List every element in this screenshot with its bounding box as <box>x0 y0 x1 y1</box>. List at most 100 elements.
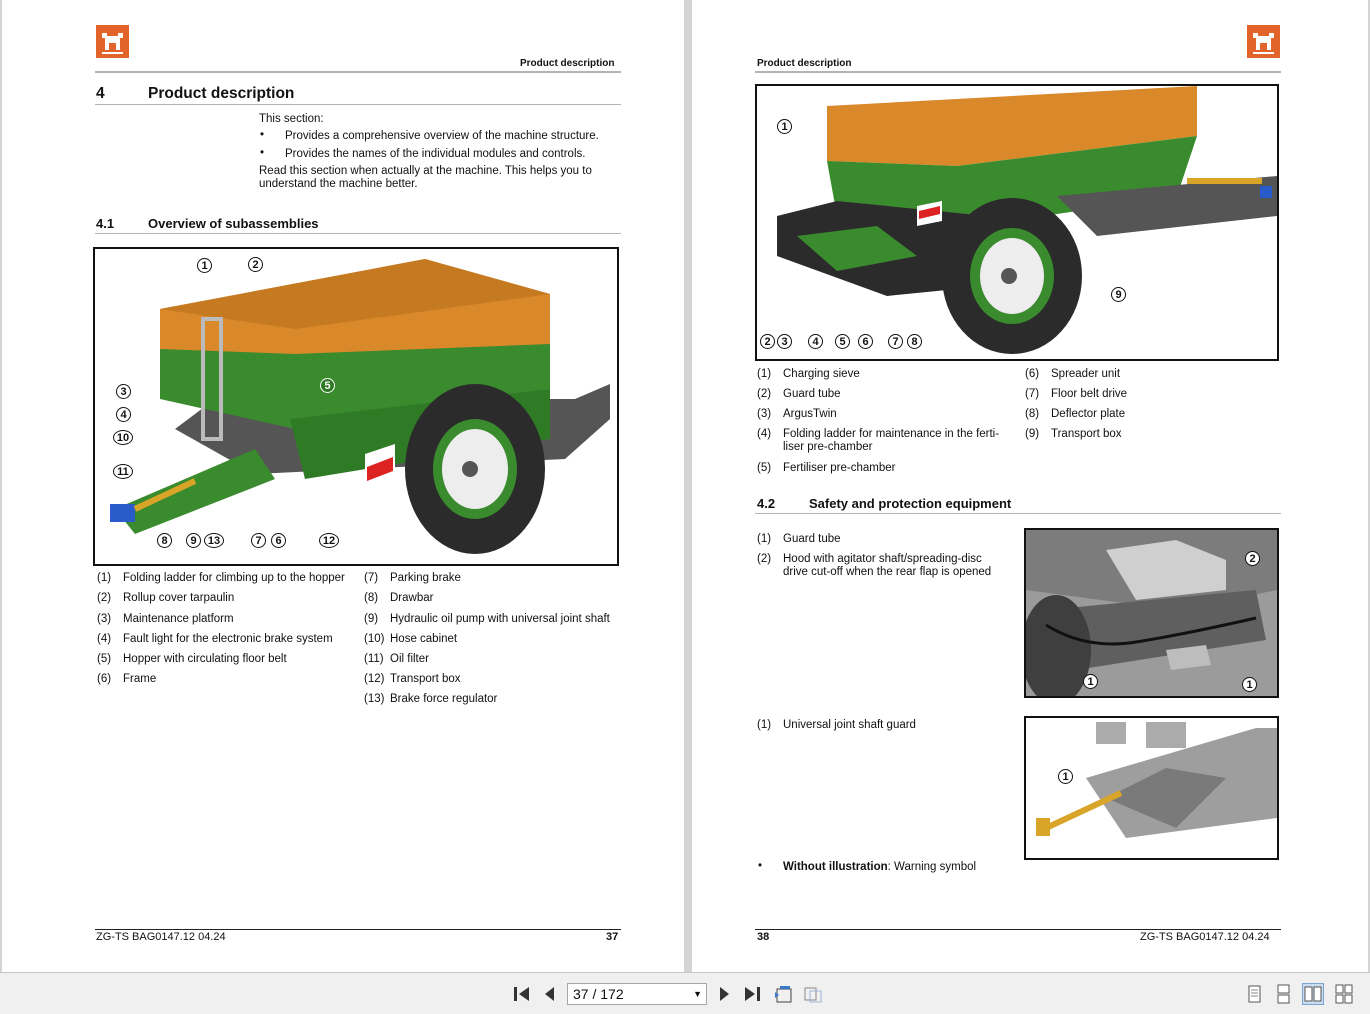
bullet-dot: • <box>260 129 265 141</box>
brand-logo <box>96 25 129 58</box>
figure-callout: 3 <box>116 384 131 399</box>
bullet-item: Provides a comprehensive overview of the… <box>285 130 599 142</box>
caption-item: (6)Spreader unit <box>1025 368 1121 380</box>
continuous-facing-icon[interactable] <box>1333 983 1355 1005</box>
rotate-icon[interactable] <box>802 983 824 1005</box>
figure-callout: 13 <box>204 533 224 548</box>
caption-item: (4)Folding ladder for maintenance in the… <box>757 428 1000 453</box>
last-page-icon[interactable] <box>741 983 763 1005</box>
running-header: Product description <box>757 58 852 69</box>
document-page-left: Product description 4 Product descriptio… <box>2 0 684 972</box>
figure-callout: 1 <box>1242 677 1257 692</box>
footer-doc-id: ZG-TS BAG0147.12 04.24 <box>1140 931 1270 943</box>
figure-callout: 1 <box>1083 674 1098 689</box>
caption-item: (8)Deflector plate <box>1025 408 1126 420</box>
brand-logo <box>1247 25 1280 58</box>
figure-callout: 4 <box>808 334 823 349</box>
warning-note-bold: Without illustration <box>783 861 888 873</box>
caption-item: (5)Hopper with circulating floor belt <box>97 653 287 665</box>
caption-item: (11)Oil filter <box>364 653 429 665</box>
warning-note: Without illustration: Warning symbol <box>783 861 976 874</box>
figure-callout: 11 <box>113 464 133 479</box>
spreader-illustration <box>110 259 610 554</box>
bullet-dot: • <box>260 147 265 159</box>
fit-page-icon[interactable] <box>773 983 795 1005</box>
figure-callout: 2 <box>1245 551 1260 566</box>
spreader-rear-illustration <box>777 86 1277 354</box>
caption-item: (3)Maintenance platform <box>97 613 234 625</box>
figure-callout: 8 <box>157 533 172 548</box>
caption-item: (1)Charging sieve <box>757 368 860 380</box>
caption-item: (9)Transport box <box>1025 428 1122 440</box>
subsection-rule <box>95 233 621 234</box>
caption-item: (1)Folding ladder for climbing up to the… <box>97 572 345 584</box>
figure-callout: 5 <box>835 334 850 349</box>
caption-item: (2)Hood with agitator shaft/spreading-di… <box>757 553 992 578</box>
footer-page-number: 37 <box>606 931 619 943</box>
figure-callout: 1 <box>777 119 792 134</box>
subsection-title: Safety and protection equipment <box>809 496 1012 511</box>
continuous-icon[interactable] <box>1272 983 1294 1005</box>
bullet-item: Provides the names of the individual mod… <box>285 148 586 160</box>
caption-item: (7)Floor belt drive <box>1025 388 1128 400</box>
footer-rule <box>95 929 621 930</box>
figure-callout: 3 <box>777 334 792 349</box>
figure-callout: 4 <box>116 407 131 422</box>
caption-item: (8)Drawbar <box>364 592 434 604</box>
figure-callout: 8 <box>907 334 922 349</box>
figure-callout: 9 <box>1111 287 1126 302</box>
footer-doc-id: ZG-TS BAG0147.12 04.24 <box>96 931 226 943</box>
viewer-toolbar: 37 / 172 ▼ <box>0 972 1370 1014</box>
caption-item: (6)Frame <box>97 673 157 685</box>
read-instruction: understand the machine better. <box>259 178 418 190</box>
prev-page-icon[interactable] <box>539 983 561 1005</box>
figure-callout: 1 <box>1058 769 1073 784</box>
running-header: Product description <box>520 58 615 69</box>
caption-item: (12)Transport box <box>364 673 461 685</box>
figure-callout: 10 <box>113 430 133 445</box>
page-number-value: 37 / 172 <box>573 986 624 1002</box>
subsection-number: 4.1 <box>96 216 115 231</box>
caption-item: (9)Hydraulic oil pump with universal joi… <box>364 613 610 625</box>
figure-spreader-rear <box>755 84 1279 361</box>
chevron-down-icon[interactable]: ▼ <box>693 989 702 999</box>
footer-page-number: 38 <box>757 931 770 943</box>
guard-tube-illustration <box>1026 530 1277 696</box>
figure-callout: 2 <box>248 257 263 272</box>
figure-callout: 9 <box>186 533 201 548</box>
caption-item: (10)Hose cabinet <box>364 633 458 645</box>
single-page-icon[interactable] <box>1243 983 1265 1005</box>
facing-icon[interactable] <box>1302 983 1324 1005</box>
figure-callout: 6 <box>858 334 873 349</box>
caption-item: (2)Guard tube <box>757 388 841 400</box>
first-page-icon[interactable] <box>511 983 533 1005</box>
section-number: 4 <box>96 85 105 102</box>
footer-rule <box>755 929 1281 930</box>
figure-callout: 12 <box>319 533 339 548</box>
caption-item: (4)Fault light for the electronic brake … <box>97 633 333 645</box>
caption-item: (5)Fertiliser pre-chamber <box>757 462 896 474</box>
figure-joint-shaft <box>1024 716 1279 860</box>
subsection-number: 4.2 <box>757 496 776 511</box>
figure-guard-tube <box>1024 528 1279 698</box>
next-page-icon[interactable] <box>713 983 735 1005</box>
subsection-rule <box>755 513 1281 514</box>
section-title: Product description <box>148 85 295 102</box>
document-page-right: Product description 1 9 2 3 4 5 6 7 8 (1… <box>692 0 1368 972</box>
caption-item: (2)Rollup cover tarpaulin <box>97 592 235 604</box>
figure-callout: 2 <box>760 334 775 349</box>
figure-callout: 5 <box>320 378 335 393</box>
figure-callout: 6 <box>271 533 286 548</box>
caption-item: (7)Parking brake <box>364 572 461 584</box>
caption-item: (13)Brake force regulator <box>364 693 498 705</box>
warning-note-text: : Warning symbol <box>887 861 977 873</box>
section-rule <box>95 104 621 105</box>
page-number-input[interactable]: 37 / 172 ▼ <box>567 983 707 1005</box>
joint-shaft-illustration <box>1026 718 1277 858</box>
caption-item: (1)Guard tube <box>757 533 841 545</box>
header-rule <box>95 71 621 73</box>
figure-callout: 7 <box>888 334 903 349</box>
figure-callout: 7 <box>251 533 266 548</box>
bullet-dot: • <box>758 860 763 872</box>
header-rule <box>755 71 1281 73</box>
